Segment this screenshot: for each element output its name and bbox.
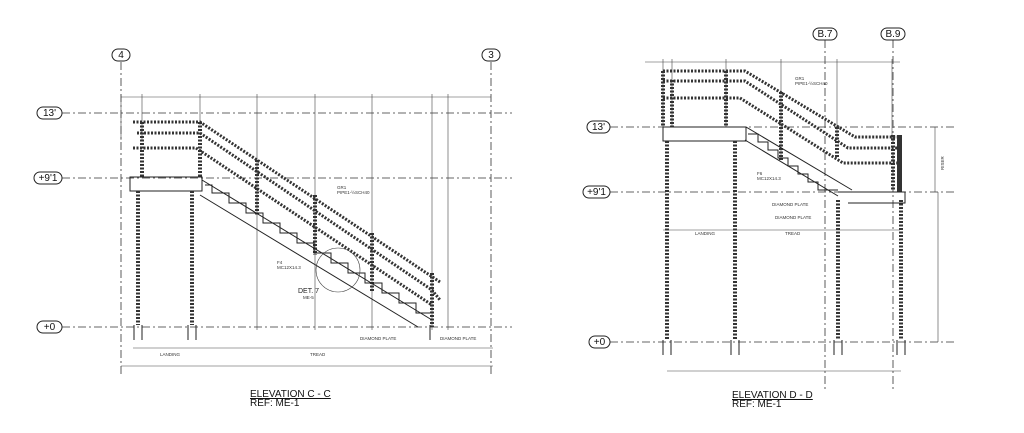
stringer-spec: MC12X14.3 <box>757 176 781 181</box>
grid-bubble-4: 4 <box>111 48 131 62</box>
end-post <box>897 135 902 192</box>
level-label: 13' <box>592 122 605 133</box>
level-bubble-13: 13' <box>586 120 611 134</box>
upper-landing <box>129 176 203 192</box>
base-plates <box>662 340 906 355</box>
plate-note: DIAMOND PLATE <box>772 202 808 207</box>
level-bubble-9-1: +9'1 <box>582 185 611 199</box>
level-bubble-0: +0 <box>36 320 63 334</box>
stringer-top <box>745 126 853 191</box>
grid-bubble-3: 3 <box>481 48 501 62</box>
tread-label: TREAD <box>785 231 801 236</box>
lower-landing <box>838 191 906 204</box>
lower-rail <box>133 146 433 307</box>
elevation-d-d: B.7 B.9 13' +9'1 +0 <box>582 27 955 410</box>
grid-label: 4 <box>118 50 124 61</box>
riser-label: RISER <box>940 155 945 170</box>
top-rail <box>133 120 441 284</box>
stringer-bottom <box>744 139 839 197</box>
stair-treads <box>205 184 430 314</box>
landing-label: LANDING <box>695 231 716 236</box>
grid-label: 3 <box>488 50 494 61</box>
grid-bubble-b9: B.9 <box>880 27 906 41</box>
grid-label: B.9 <box>885 29 900 40</box>
rail-spec: PIPE1-½SCH40 <box>337 189 370 195</box>
elevation-ref: REF: ME-1 <box>732 399 782 410</box>
plate-note: DIAMOND PLATE <box>440 336 476 341</box>
elevation-title: ELEVATION D - D <box>732 390 813 401</box>
level-bubble-0: +0 <box>588 335 611 349</box>
level-label: +9'1 <box>587 187 606 198</box>
elevation-c-c: 4 3 13' +9'1 +0 <box>33 48 512 409</box>
rail-tag: GR1 <box>337 185 347 190</box>
level-label: +0 <box>44 322 56 333</box>
stringer-spec: MC12X14.3 <box>277 265 301 270</box>
grid-label: B.7 <box>817 29 832 40</box>
rail-spec: PIPE1-½SCH40 <box>795 80 828 86</box>
stringer-tag: F4 <box>277 260 283 265</box>
level-label: +0 <box>594 337 606 348</box>
detail-tag: DET. 7 <box>298 288 319 295</box>
plate-note: DIAMOND PLATE <box>360 336 396 341</box>
mid-rail <box>137 131 442 301</box>
elevation-ref: REF: ME-1 <box>250 398 300 409</box>
top-dimension-string <box>645 59 900 160</box>
grid-bubble-b7: B.7 <box>812 27 838 41</box>
elevation-title: ELEVATION C - C <box>250 389 331 400</box>
rail-tag: GR1 <box>795 76 805 81</box>
stair-treads <box>748 133 838 191</box>
level-bubble-9-1: +9'1 <box>33 171 63 185</box>
level-bubble-13: 13' <box>36 106 63 120</box>
stringer-tag: F6 <box>757 171 763 176</box>
upper-landing <box>662 126 747 142</box>
tread-label: TREAD <box>310 352 326 357</box>
detail-callout-circle <box>315 247 361 293</box>
level-label: 13' <box>43 108 56 119</box>
top-rail <box>663 69 900 139</box>
base-plates <box>133 325 431 340</box>
stringer-bottom <box>199 194 419 328</box>
plate-note: DIAMOND PLATE <box>775 215 811 220</box>
lower-rail <box>663 96 900 165</box>
detail-ref: ME-5 <box>303 295 314 300</box>
level-label: +9'1 <box>39 173 58 184</box>
landing-label: LANDING <box>160 352 181 357</box>
